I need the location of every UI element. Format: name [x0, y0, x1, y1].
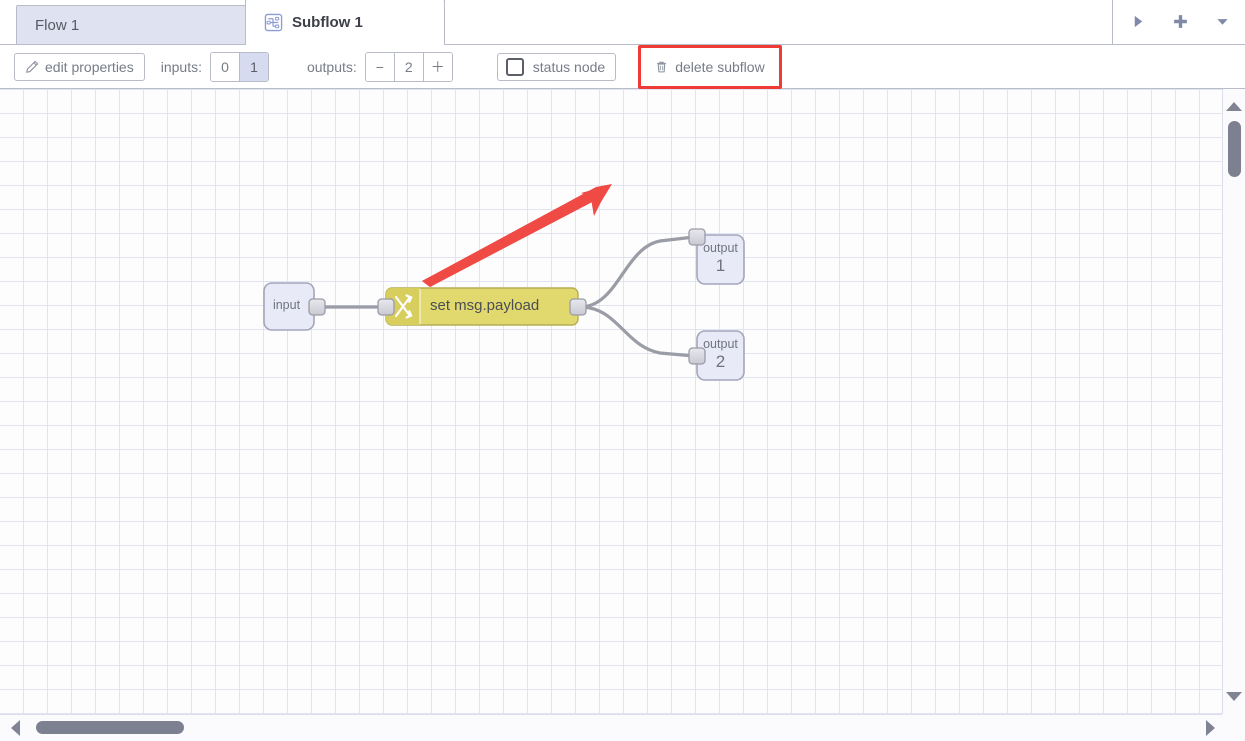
- inputs-option-1[interactable]: 1: [239, 52, 268, 81]
- scroll-down-arrow-icon[interactable]: [1226, 692, 1242, 701]
- delete-subflow-button[interactable]: delete subflow: [647, 53, 773, 80]
- edit-properties-label: edit properties: [45, 58, 134, 75]
- outputs-label: outputs:: [306, 58, 357, 75]
- vertical-scrollbar[interactable]: [1222, 89, 1245, 714]
- wire-change-to-output2: [578, 305, 696, 358]
- delete-subflow-highlight-box: delete subflow: [638, 44, 782, 89]
- scrollbar-corner: [1222, 714, 1245, 741]
- canvas-graphics: [263, 184, 745, 381]
- status-node-label: status node: [532, 58, 606, 75]
- scroll-right-arrow-icon[interactable]: [1206, 720, 1215, 736]
- tab-subflow-1[interactable]: Subflow 1: [245, 0, 445, 45]
- flow-tab-bar: Flow 1 Subflow 1: [0, 0, 1245, 45]
- outputs-stepper: − 2 ＋: [364, 51, 453, 82]
- subflow-toolbar: edit properties inputs: 0 1 outputs: − 2…: [0, 44, 1245, 89]
- inputs-option-0[interactable]: 0: [210, 52, 240, 81]
- delete-subflow-label: delete subflow: [675, 58, 765, 75]
- node-change-set-msg-payload: [377, 287, 587, 326]
- tab-flow-1[interactable]: Flow 1: [16, 5, 246, 44]
- subflow-icon: [264, 13, 283, 32]
- scroll-left-arrow-icon[interactable]: [11, 720, 20, 736]
- node-subflow-output-1: [688, 228, 745, 285]
- tab-bar-controls: [1112, 0, 1245, 44]
- tab-subflow-1-label: Subflow 1: [292, 13, 363, 31]
- trash-icon: [655, 60, 668, 74]
- scroll-up-arrow-icon[interactable]: [1226, 102, 1242, 111]
- inputs-toggle-group: 0 1: [209, 51, 269, 82]
- horizontal-scrollbar[interactable]: [0, 714, 1245, 741]
- tabs-strip: Flow 1 Subflow 1: [16, 0, 445, 45]
- vertical-scrollbar-thumb[interactable]: [1228, 121, 1241, 177]
- horizontal-scrollbar-thumb[interactable]: [36, 721, 184, 734]
- outputs-value: 2: [394, 52, 424, 81]
- annotation-arrow: [422, 184, 612, 287]
- tab-bar-empty-space: [444, 0, 1112, 44]
- status-node-checkbox[interactable]: status node: [496, 52, 617, 81]
- inputs-label: inputs:: [160, 58, 202, 75]
- node-subflow-input: [263, 282, 326, 331]
- next-tab-arrow-icon[interactable]: [1125, 7, 1151, 37]
- node-subflow-output-2: [688, 330, 745, 381]
- checkbox-box-icon: [505, 57, 524, 76]
- wires: [314, 235, 696, 358]
- shuffle-icon: [394, 294, 413, 319]
- outputs-decrement-button[interactable]: −: [365, 52, 395, 81]
- wire-change-to-output1: [578, 235, 696, 309]
- flow-canvas[interactable]: input set msg.payload output 1 output 2: [0, 89, 1222, 714]
- tab-menu-chevron-down-icon[interactable]: [1209, 7, 1235, 37]
- tab-flow-1-label: Flow 1: [35, 16, 80, 34]
- outputs-increment-button[interactable]: ＋: [423, 52, 452, 81]
- pencil-icon: [25, 60, 39, 74]
- add-tab-plus-icon[interactable]: [1167, 7, 1193, 37]
- edit-properties-button[interactable]: edit properties: [14, 52, 145, 81]
